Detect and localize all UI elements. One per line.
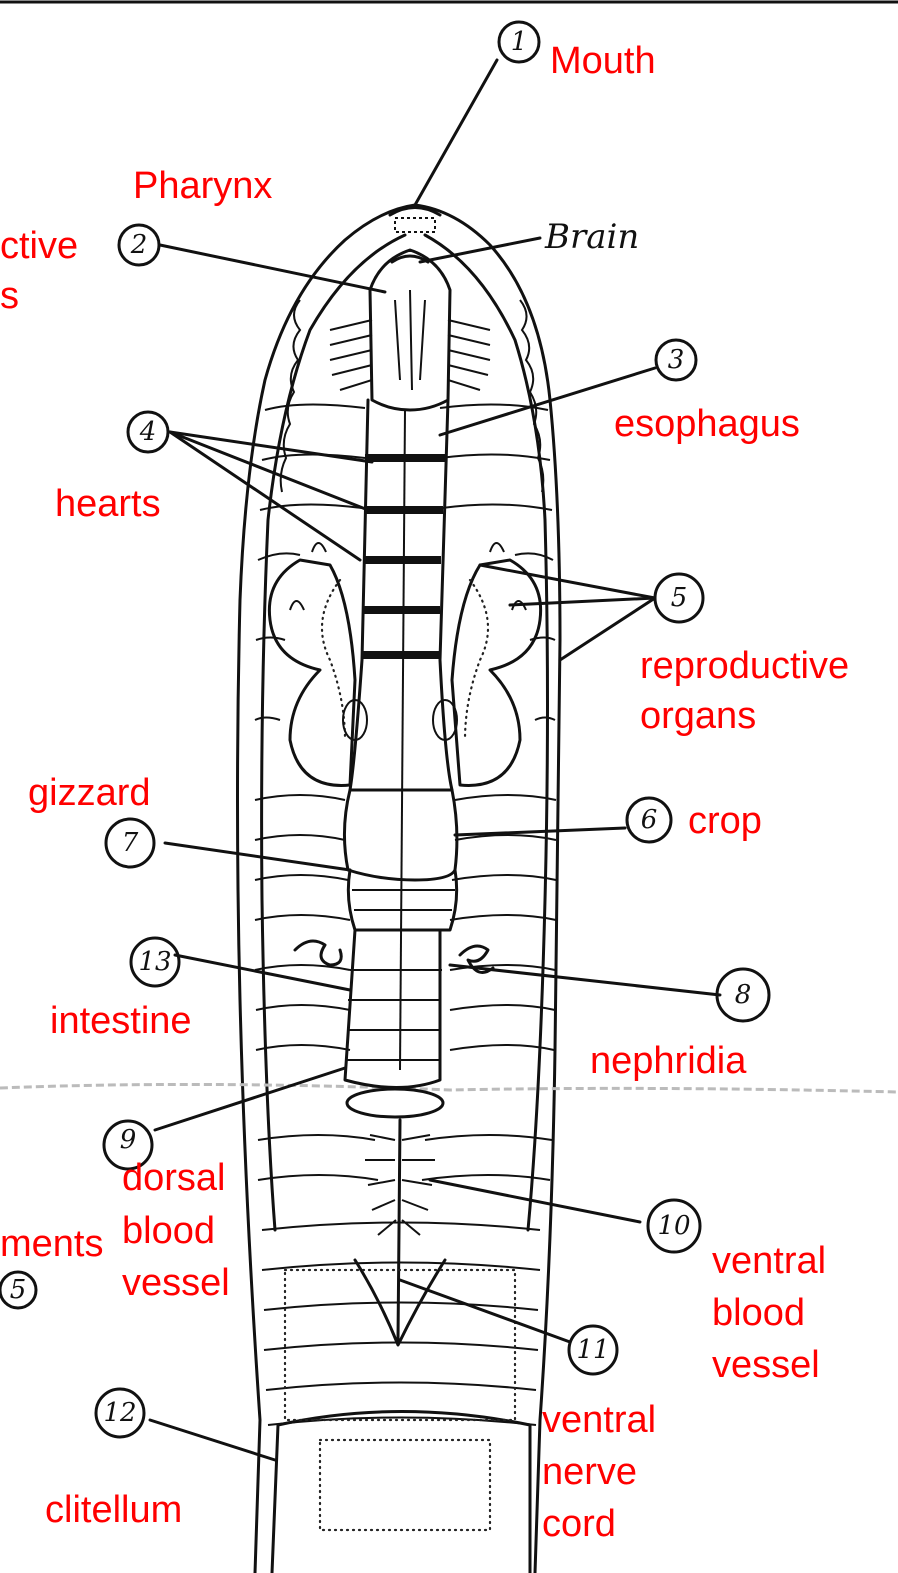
label-gizzard: gizzard bbox=[28, 772, 151, 814]
callout-8: 8 bbox=[717, 969, 769, 1021]
pharynx-drawing bbox=[330, 250, 490, 410]
callout-13: 13 bbox=[131, 938, 179, 986]
label-ventral-bv: ventral bbox=[712, 1240, 826, 1282]
label-blood-ventral: blood bbox=[712, 1292, 805, 1334]
reproductive-drawing bbox=[269, 543, 540, 785]
label-reproductive: reproductive bbox=[640, 645, 849, 687]
callout-5: 5 bbox=[655, 574, 703, 622]
svg-text:4: 4 bbox=[139, 417, 157, 447]
callout-10: 10 bbox=[648, 1200, 700, 1252]
svg-text:10: 10 bbox=[657, 1211, 690, 1241]
svg-text:2: 2 bbox=[130, 230, 148, 260]
label-blood-dorsal: blood bbox=[122, 1210, 215, 1252]
label-organs: organs bbox=[640, 695, 756, 737]
label-crop: crop bbox=[688, 800, 762, 842]
label-cut-left-top-1: ctive bbox=[0, 225, 78, 267]
svg-text:5: 5 bbox=[10, 1275, 27, 1305]
callout-5b: 5 bbox=[0, 1272, 36, 1308]
gut-tube bbox=[344, 400, 456, 1345]
text-labels: Mouth Pharynx Brain ctive s esophagus he… bbox=[0, 40, 849, 1545]
callout-2: 2 bbox=[119, 225, 159, 265]
label-esophagus: esophagus bbox=[614, 403, 800, 445]
callout-11: 11 bbox=[569, 1326, 617, 1374]
svg-text:6: 6 bbox=[641, 805, 658, 835]
callout-3: 3 bbox=[656, 340, 696, 380]
label-vessel-ventral: vessel bbox=[712, 1344, 820, 1386]
label-brain: Brain bbox=[544, 217, 639, 257]
label-nerve: nerve bbox=[542, 1451, 637, 1493]
callout-4: 4 bbox=[128, 412, 168, 452]
cut-line bbox=[0, 1084, 898, 1092]
callout-7: 7 bbox=[106, 819, 154, 867]
label-mouth: Mouth bbox=[550, 40, 656, 82]
label-dorsal: dorsal bbox=[122, 1157, 226, 1199]
callout-12: 12 bbox=[96, 1389, 144, 1437]
label-clitellum: clitellum bbox=[45, 1489, 182, 1531]
label-intestine: intestine bbox=[50, 1000, 192, 1042]
label-ventral-nc: ventral bbox=[542, 1399, 656, 1441]
svg-text:13: 13 bbox=[138, 947, 171, 977]
svg-text:1: 1 bbox=[511, 27, 528, 57]
label-nephridia: nephridia bbox=[590, 1040, 747, 1082]
callout-1: 1 bbox=[499, 22, 539, 62]
svg-text:11: 11 bbox=[576, 1335, 609, 1365]
svg-text:7: 7 bbox=[122, 828, 139, 858]
svg-text:3: 3 bbox=[668, 345, 685, 375]
label-hearts: hearts bbox=[55, 483, 161, 525]
svg-text:12: 12 bbox=[103, 1398, 136, 1428]
callout-6: 6 bbox=[627, 798, 671, 842]
svg-text:8: 8 bbox=[735, 980, 752, 1010]
svg-text:9: 9 bbox=[120, 1125, 137, 1155]
svg-text:5: 5 bbox=[671, 583, 688, 613]
label-vessel-dorsal: vessel bbox=[122, 1262, 230, 1304]
label-pharynx: Pharynx bbox=[133, 165, 272, 207]
label-cut-left-bottom: ments bbox=[0, 1223, 103, 1265]
leader-lines bbox=[150, 60, 720, 1460]
label-cord: cord bbox=[542, 1503, 616, 1545]
label-cut-left-top-2: s bbox=[0, 275, 19, 317]
